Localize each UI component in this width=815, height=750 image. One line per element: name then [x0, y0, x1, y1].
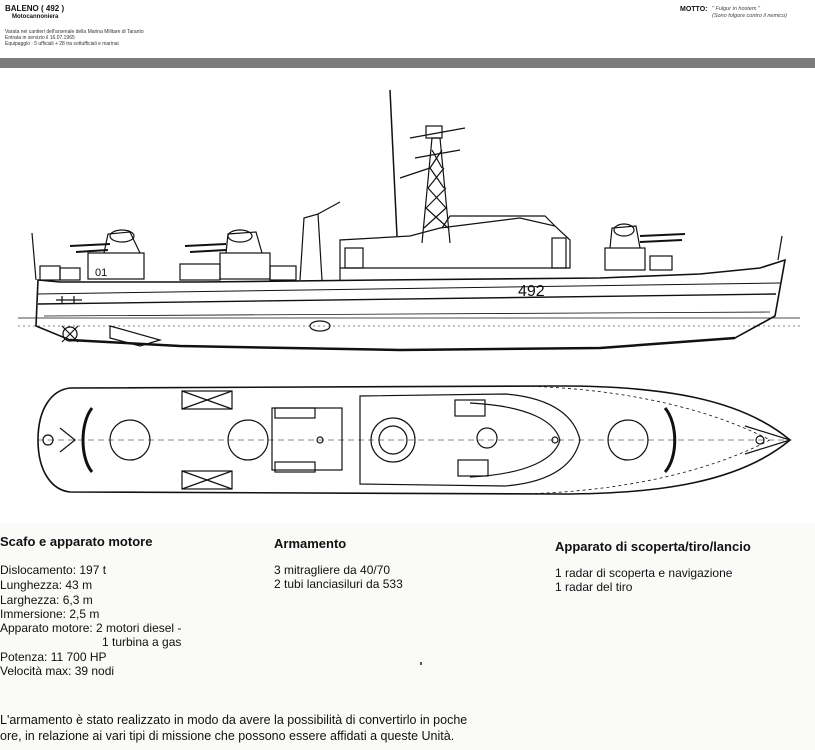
hull-spec-displacement: Dislocamento: 197 t	[0, 563, 107, 577]
hull-spec-power: Potenza: 11 700 HP	[0, 650, 107, 664]
gun-mount-mid	[184, 229, 271, 280]
ship-title: BALENO ( 492 )	[5, 4, 65, 13]
ship-drawing: 492 01	[0, 68, 815, 523]
hull-spec-draught: Immersione: 2,5 m	[0, 607, 100, 621]
hull-spec-length: Lunghezza: 43 m	[0, 578, 93, 592]
motto-text: " Fulgur in hostem "	[712, 6, 760, 12]
mount-number-label: 01	[95, 267, 107, 279]
hull-spec-engine: Apparato motore: 2 motori diesel -	[0, 621, 182, 635]
detection-fire-radar: 1 radar del tiro	[555, 580, 633, 594]
spec-text-area	[0, 523, 815, 750]
detection-search-radar: 1 radar di scoperta e navigazione	[555, 566, 733, 580]
header-divider-bar	[0, 58, 815, 68]
side-profile-view	[18, 89, 800, 352]
armament-section-heading: Armamento	[274, 536, 347, 551]
ship-info-service: Entrata in servizio il 16.07.1965	[5, 35, 75, 41]
hull-spec-speed: Velocità max: 39 nodi	[0, 664, 115, 678]
armament-guns: 3 mitragliere da 40/70	[274, 563, 391, 577]
motto-label: MOTTO:	[680, 6, 708, 13]
ship-type: Motocannoniera	[12, 14, 59, 20]
hull-spec-beam: Larghezza: 6,3 m	[0, 593, 93, 607]
armament-note-line-2: ore, in relazione ai vari tipi di missio…	[0, 729, 455, 743]
hull-spec-turbine: 1 turbina a gas	[102, 635, 182, 649]
armament-note-line-1: L'armamento è stato realizzato in modo d…	[0, 713, 468, 727]
plan-view	[37, 385, 793, 495]
armament-torpedo-tubes: 2 tubi lanciasiluri da 533	[274, 577, 403, 591]
page-header: BALENO ( 492 ) Motocannoniera Varata nei…	[0, 0, 815, 58]
ship-illustration: 492 01	[18, 89, 800, 495]
hull-section-heading: Scafo e apparato motore	[0, 534, 153, 549]
motto-translation: (Sono folgore contro il nemico)	[712, 13, 787, 19]
gun-mount-forward	[604, 223, 686, 271]
hull-number-label: 492	[518, 283, 545, 300]
detection-section-heading: Apparato di scoperta/tiro/lancio	[555, 539, 751, 554]
ship-info-launch: Varata nei cantieri dell'arsenale della …	[5, 29, 144, 35]
gun-mount-aft	[69, 229, 145, 280]
scan-speck	[420, 662, 422, 665]
ship-info-crew: Equipaggio : 5 ufficiali + 28 tra sottuf…	[5, 41, 119, 47]
